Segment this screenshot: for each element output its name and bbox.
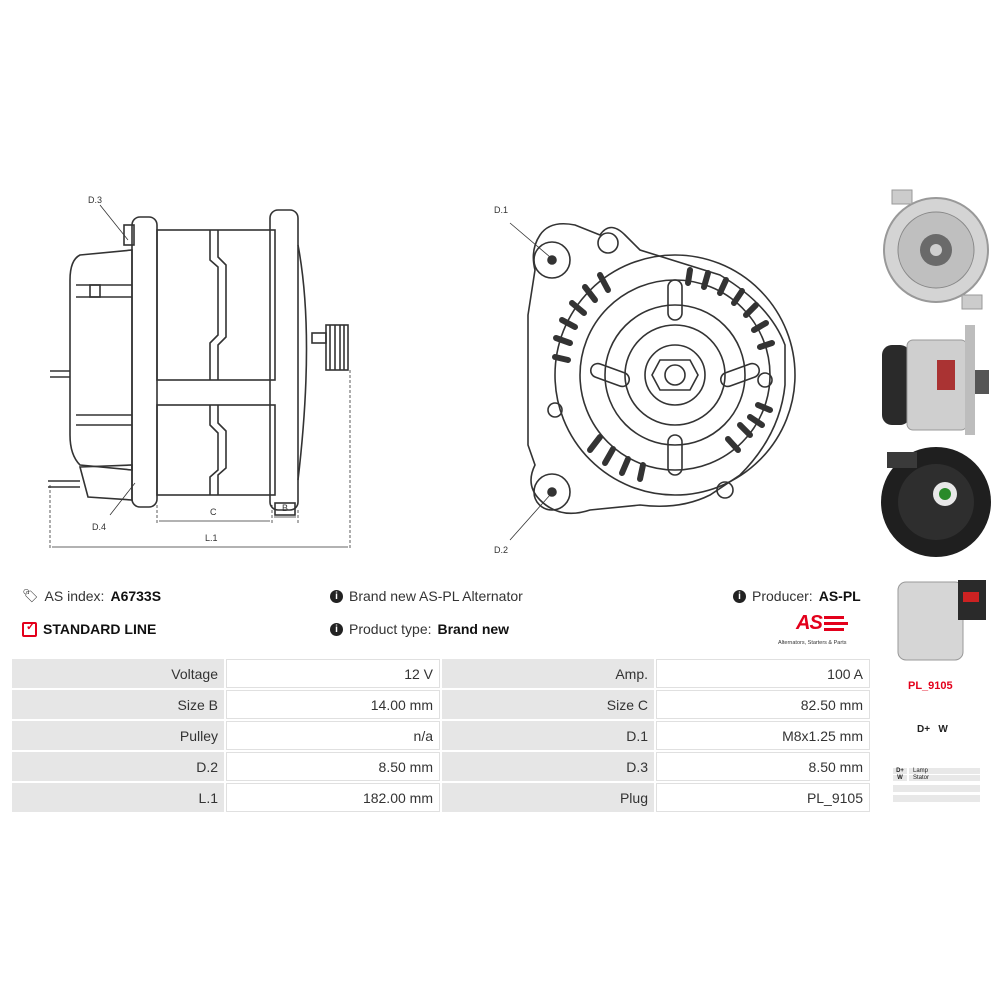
legend-pin: D+ xyxy=(893,767,907,774)
spec-value: PL_9105 xyxy=(656,783,870,812)
label-d2: D.2 xyxy=(494,545,508,555)
spec-value: 182.00 mm xyxy=(226,783,440,812)
product-type-label: Product type: xyxy=(349,621,432,637)
as-index-value: A6733S xyxy=(110,588,162,604)
tag-icon: 🏷 xyxy=(22,588,39,603)
info-icon: i xyxy=(330,622,343,636)
product-photo-angle xyxy=(893,572,988,664)
spec-value: 100 A xyxy=(656,659,870,688)
as-index: 🏷 AS index: A6733S xyxy=(22,588,161,604)
standard-line-label: STANDARD LINE xyxy=(43,621,157,637)
legend-pin: W xyxy=(893,774,907,781)
spec-key: Pulley xyxy=(12,721,224,750)
plug-pins: D+ W xyxy=(917,724,948,735)
side-view-drawing: D.3 D.4 C B L.1 xyxy=(48,195,351,550)
info-icon: i xyxy=(330,589,343,603)
plug-code: PL_9105 xyxy=(908,680,953,692)
product-type-value: Brand new xyxy=(437,621,510,637)
label-c: C xyxy=(210,507,217,517)
label-d3: D.3 xyxy=(88,195,102,205)
as-logo-tagline: Alternators, Starters & Parts xyxy=(778,640,847,646)
spec-value: 8.50 mm xyxy=(226,752,440,781)
spec-key: Amp. xyxy=(442,659,654,688)
spec-key: D.3 xyxy=(442,752,654,781)
spec-value: n/a xyxy=(226,721,440,750)
producer: i Producer: AS-PL xyxy=(733,588,861,604)
spec-key: L.1 xyxy=(12,783,224,812)
legend-empty-row xyxy=(893,785,980,792)
producer-label: Producer: xyxy=(752,588,813,604)
spec-key: Voltage xyxy=(12,659,224,688)
front-view-drawing: D.1 D.2 xyxy=(494,205,796,555)
description-text: Brand new AS-PL Alternator xyxy=(349,588,523,604)
spec-value: 12 V xyxy=(226,659,440,688)
spec-key: D.1 xyxy=(442,721,654,750)
spec-value: M8x1.25 mm xyxy=(656,721,870,750)
checkbox-icon: ✓ xyxy=(22,621,37,637)
producer-value: AS-PL xyxy=(818,588,861,604)
legend-row: D+Lamp xyxy=(893,767,980,774)
product-photo-front xyxy=(877,180,995,315)
info-icon: i xyxy=(733,589,746,603)
label-d4: D.4 xyxy=(92,522,106,532)
label-d1: D.1 xyxy=(494,205,508,215)
label-b: B xyxy=(282,503,288,513)
product-photo-rear xyxy=(877,442,995,567)
spec-value: 14.00 mm xyxy=(226,690,440,719)
spec-value: 8.50 mm xyxy=(656,752,870,781)
label-l1: L.1 xyxy=(205,533,218,543)
spec-key: Size C xyxy=(442,690,654,719)
legend-desc: Stator xyxy=(909,774,980,781)
spec-key: Size B xyxy=(12,690,224,719)
product-type: i Product type: Brand new xyxy=(330,621,509,637)
standard-line: ✓ STANDARD LINE xyxy=(22,621,156,637)
legend-empty-row xyxy=(893,795,980,802)
as-index-label: AS index: xyxy=(44,588,105,604)
description: i Brand new AS-PL Alternator xyxy=(330,588,523,604)
legend-desc: Lamp xyxy=(909,767,980,774)
as-pl-logo: AS Alternators, Starters & Parts xyxy=(778,612,873,650)
product-photo-side xyxy=(877,320,995,440)
spec-key: Plug xyxy=(442,783,654,812)
spec-key: D.2 xyxy=(12,752,224,781)
spec-value: 82.50 mm xyxy=(656,690,870,719)
as-logo-mark: AS xyxy=(796,612,823,634)
